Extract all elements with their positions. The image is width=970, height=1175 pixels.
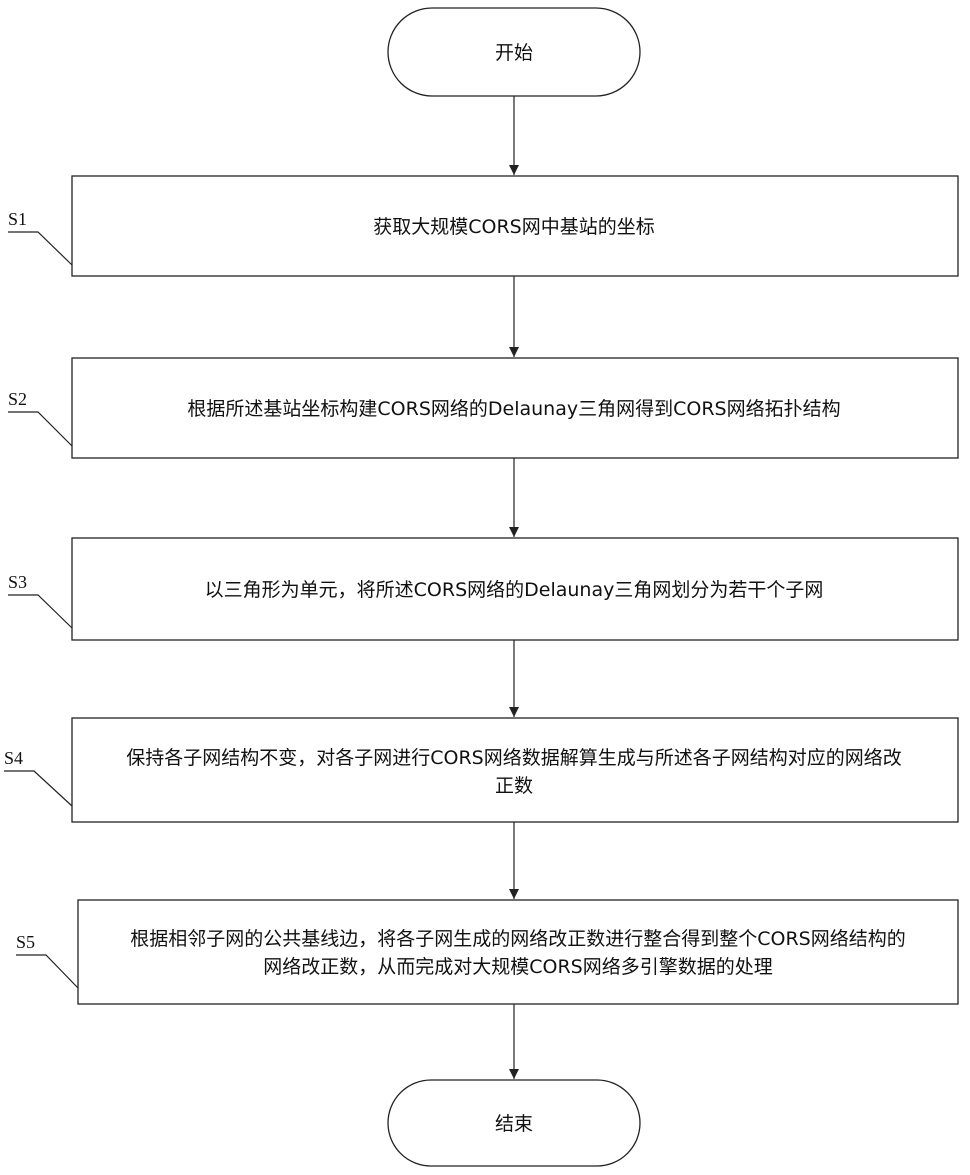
step-s5: 根据相邻子网的公共基线边，将各子网生成的网络改正数进行整合得到整个CORS网络结… xyxy=(16,900,958,1004)
end-terminal: 结束 xyxy=(388,1080,640,1166)
step-s2-label: S2 xyxy=(8,389,27,409)
end-label: 结束 xyxy=(495,1113,533,1135)
step-s4: 保持各子网结构不变，对各子网进行CORS网络数据解算生成与所述各子网结构对应的网… xyxy=(4,718,958,822)
step-s1: 获取大规模CORS网中基站的坐标 S1 xyxy=(8,176,958,276)
start-terminal: 开始 xyxy=(388,8,640,96)
step-s5-leader-line xyxy=(16,955,78,988)
step-s5-label: S5 xyxy=(16,932,35,952)
step-s1-leader-line xyxy=(8,232,72,265)
step-s1-text-line-1: 获取大规模CORS网中基站的坐标 xyxy=(373,216,655,238)
step-s4-label: S4 xyxy=(4,748,23,768)
step-s2-leader-line xyxy=(8,412,72,446)
start-label: 开始 xyxy=(495,42,533,64)
step-s1-label: S1 xyxy=(8,209,27,229)
step-s4-box xyxy=(72,718,958,822)
step-s3-text-line-1: 以三角形为单元，将所述CORS网络的Delaunay三角网划分为若干个子网 xyxy=(205,579,824,601)
step-s3-leader-line xyxy=(8,595,72,628)
step-s4-leader-line xyxy=(4,771,72,806)
step-s4-text-line-1: 保持各子网结构不变，对各子网进行CORS网络数据解算生成与所述各子网结构对应的网… xyxy=(126,747,902,769)
step-s3: 以三角形为单元，将所述CORS网络的Delaunay三角网划分为若干个子网 S3 xyxy=(8,538,958,640)
step-s4-text-line-2: 正数 xyxy=(495,775,533,797)
step-s2-text-line-1: 根据所述基站坐标构建CORS网络的Delaunay三角网得到CORS网络拓扑结构 xyxy=(187,398,840,420)
step-s3-label: S3 xyxy=(8,572,27,592)
step-s5-text-line-1: 根据相邻子网的公共基线边，将各子网生成的网络改正数进行整合得到整个CORS网络结… xyxy=(130,928,906,950)
step-s5-box xyxy=(78,900,958,1004)
step-s2: 根据所述基站坐标构建CORS网络的Delaunay三角网得到CORS网络拓扑结构… xyxy=(8,358,958,458)
step-s5-text-line-2: 网络改正数，从而完成对大规模CORS网络多引擎数据的处理 xyxy=(263,956,773,978)
